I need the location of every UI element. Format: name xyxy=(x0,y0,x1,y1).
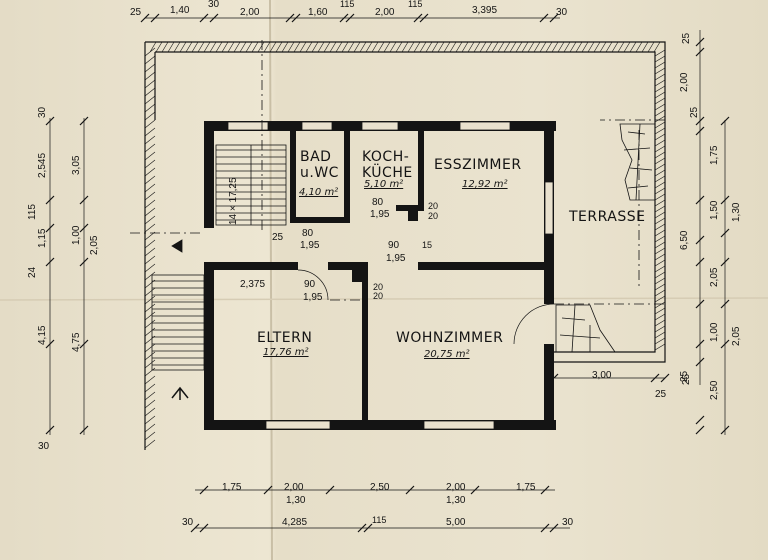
paper-fold xyxy=(269,0,273,560)
dim-left-1: 30 xyxy=(37,106,48,118)
dim-inner-20c: 20 xyxy=(373,282,384,292)
room-name-ess: ESSZIMMER xyxy=(434,157,522,173)
dim-right-3: 25 xyxy=(689,106,700,118)
dim-inner-door-1h: 1,95 xyxy=(303,292,323,303)
room-area-bad: 4,10 m² xyxy=(299,187,339,198)
dim-inner-door-2: 80 xyxy=(302,228,314,239)
dim-top-10: 30 xyxy=(556,7,568,18)
dim-top-4: 2,00 xyxy=(240,7,260,18)
room-area-wohn: 20,75 m² xyxy=(424,349,470,360)
dim-bottom-3: 1,30 xyxy=(286,495,306,506)
room-name-terrasse: TERRASSE xyxy=(569,209,646,225)
dim-top-5: 1,60 xyxy=(308,7,328,18)
dim-bottom-5: 2,00 xyxy=(446,482,466,493)
dim-bottom2-5: 30 xyxy=(562,517,574,528)
dim-right-10: 2,05 xyxy=(731,326,742,346)
dim-inner-door-2h: 1,95 xyxy=(300,240,320,251)
dim-top-9: 3,395 xyxy=(472,5,498,16)
dim-bottom2-1: 30 xyxy=(182,517,194,528)
dim-right-5: 1,50 xyxy=(709,200,720,220)
dim-top-6: 115 xyxy=(340,0,355,9)
dim-left-4: 115 xyxy=(27,204,38,220)
dim-inner-door-1: 90 xyxy=(304,279,316,290)
dim-top-2: 1,40 xyxy=(170,5,190,16)
dim-top-3: 30 xyxy=(208,0,220,10)
dim-inner-15: 15 xyxy=(422,240,433,250)
staircase xyxy=(215,144,287,226)
room-name-wohn: WOHNZIMMER xyxy=(396,330,504,346)
dim-left-2: 2,545 xyxy=(37,152,48,178)
stair-note: 14 × 17,25 xyxy=(228,177,239,225)
dim-bottom2-2: 4,285 xyxy=(282,517,308,528)
dim-inner-door-3h: 1,95 xyxy=(370,209,390,220)
dim-left-10: 4,75 xyxy=(71,332,82,352)
dim-right-2: 2,00 xyxy=(679,72,690,92)
dim-top-1: 25 xyxy=(130,7,142,18)
stone-paving xyxy=(555,123,656,353)
dim-inner-20b: 20 xyxy=(428,211,439,221)
dim-bottom-7: 1,75 xyxy=(516,482,536,493)
dim-right-9: 1,00 xyxy=(709,322,720,342)
dim-inner-20a: 20 xyxy=(428,201,439,211)
dim-inner-door-4: 90 xyxy=(388,240,400,251)
dim-bottom-4: 2,50 xyxy=(370,482,390,493)
dim-right-7: 1,30 xyxy=(731,202,742,222)
dim-left-6: 24 xyxy=(27,266,38,278)
dim-top-8: 115 xyxy=(408,0,423,9)
dim-inner-door-4h: 1,95 xyxy=(386,253,406,264)
dim-inner-door-3: 80 xyxy=(372,197,384,208)
room-name-kueche-1: KOCH- xyxy=(362,149,410,165)
dim-right-12: 2,50 xyxy=(709,380,720,400)
door-swings xyxy=(297,269,555,345)
room-area-ess: 12,92 m² xyxy=(462,179,508,190)
dim-left-11: 30 xyxy=(38,441,50,452)
wall-hatching xyxy=(144,41,666,449)
dim-bottom2-4: 5,00 xyxy=(446,517,466,528)
dim-terrace-25b: 25 xyxy=(679,370,690,382)
dim-inner-20d: 20 xyxy=(373,291,384,301)
dim-right-4: 1,75 xyxy=(709,145,720,165)
windows xyxy=(227,121,554,430)
interior-walls xyxy=(214,121,554,430)
room-area-eltern: 17,76 m² xyxy=(263,347,309,358)
dim-bottom-1: 1,75 xyxy=(222,482,242,493)
dimension-lines xyxy=(49,17,726,529)
dim-bottom2-3: 115 xyxy=(372,515,387,525)
dim-left-7: 1,00 xyxy=(71,225,82,245)
room-name-kueche-2: KÜCHE xyxy=(362,165,413,181)
entry-steps xyxy=(151,239,205,400)
terrace-outer-frame xyxy=(144,41,666,450)
dim-bottom-2: 2,00 xyxy=(284,482,304,493)
axis-lines xyxy=(130,40,665,305)
dim-terrace-width: 3,00 xyxy=(592,370,612,381)
dim-right-6: 6,50 xyxy=(679,230,690,250)
dim-inner-25: 25 xyxy=(272,232,284,243)
room-name-eltern: ELTERN xyxy=(257,330,313,346)
room-area-kueche: 5,10 m² xyxy=(364,179,404,190)
dim-right-1: 25 xyxy=(681,32,692,44)
dim-left-5: 1,15 xyxy=(37,228,48,248)
paper-fold xyxy=(0,297,768,301)
room-name-bad: BAD xyxy=(300,149,332,165)
dim-top-7: 2,00 xyxy=(375,7,395,18)
dim-right-8: 2,05 xyxy=(709,267,720,287)
dim-terrace-25a: 25 xyxy=(655,389,667,400)
dim-left-8: 2,05 xyxy=(89,235,100,255)
dim-bottom-6: 1,30 xyxy=(446,495,466,506)
room-name-bad-wc: u.WC xyxy=(300,165,339,181)
dim-left-3: 3,05 xyxy=(71,155,82,175)
dim-inner-eltern-width: 2,375 xyxy=(240,279,266,290)
dimension-ticks xyxy=(45,13,730,533)
dim-left-9: 4,15 xyxy=(37,325,48,345)
